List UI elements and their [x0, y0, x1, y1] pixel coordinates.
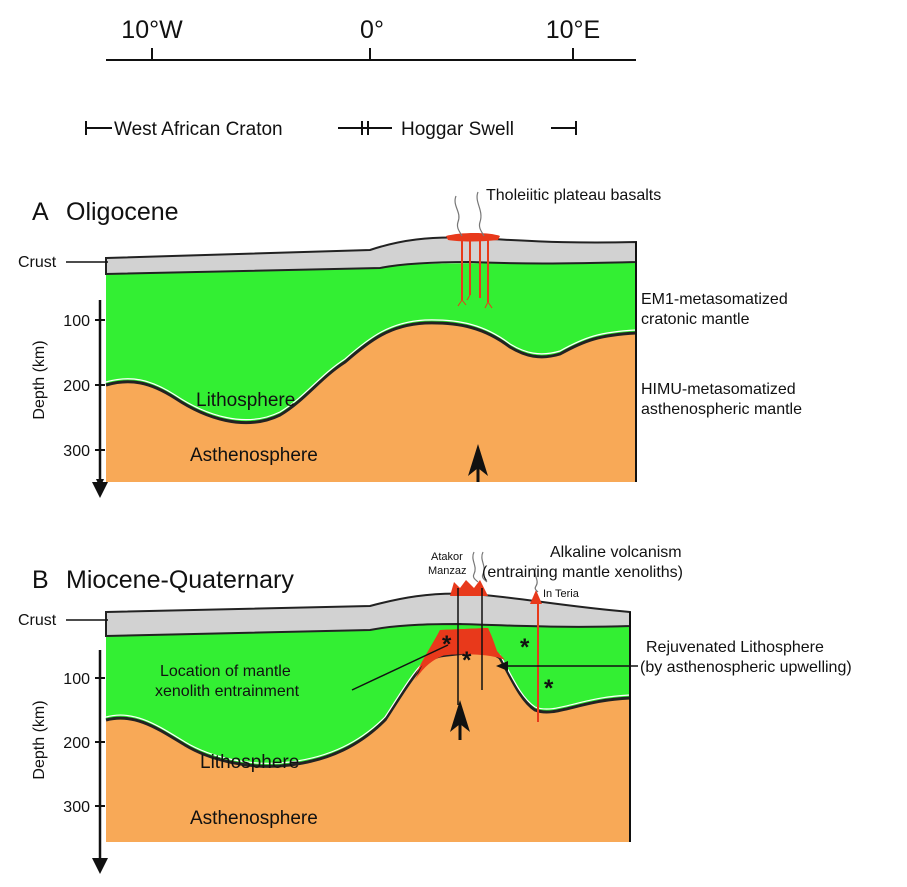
panel-b: B Miocene-Quaternary * * * * — [18, 544, 852, 874]
manzaz-label: Manzaz — [428, 565, 467, 577]
tick-label-0: 0° — [360, 16, 384, 44]
panel-a-depth-tick-100: 100 — [63, 313, 90, 330]
xenolith-label-line2: xenolith entrainment — [155, 683, 300, 700]
xenolith-leader-line — [351, 644, 449, 691]
panel-a-plateau-basalts — [446, 191, 500, 309]
panel-a-title: Oligocene — [66, 198, 179, 226]
panel-a-lithosphere — [106, 262, 636, 423]
region-hoggar-swell: Hoggar Swell — [401, 119, 514, 140]
in-teria-label: In Teria — [543, 588, 580, 600]
alkaline-volcanism-label-line2: (entraining mantle xenoliths) — [482, 564, 683, 581]
xenolith-marker: * — [520, 634, 530, 661]
panel-b-asthenosphere — [106, 652, 630, 842]
rejuvenated-label-line2: (by asthenospheric upwelling) — [640, 659, 852, 676]
in-teria-volcanic-cone — [530, 590, 542, 604]
panel-b-volcanoes — [450, 551, 542, 722]
panel-a-em1-label-line1: EM1-metasomatized — [641, 291, 788, 308]
panel-b-crust-label: Crust — [18, 612, 57, 629]
panel-b-depth-axis-label: Depth (km) — [31, 700, 48, 779]
region-west-african-craton: West African Craton — [114, 119, 283, 140]
atakor-manzaz-volcanic-cones — [450, 580, 488, 596]
panel-b-lithosphere — [106, 624, 630, 767]
alkaline-volcanism-label-line1: Alkaline volcanism — [550, 544, 682, 561]
xenolith-marker: * — [462, 647, 472, 674]
panel-b-asthenosphere-label: Asthenosphere — [190, 808, 318, 829]
panel-a-depth-tick-200: 200 — [63, 378, 90, 395]
panel-a-depth-axis-label: Depth (km) — [31, 340, 48, 419]
panel-b-depth-tick-100: 100 — [63, 671, 90, 688]
panel-b-lithosphere-asthenosphere-boundary — [105, 651, 631, 768]
xenolith-label-line1: Location of mantle — [160, 663, 291, 680]
panel-a-basalt-label: Tholeiitic plateau basalts — [486, 187, 661, 204]
panel-a-himu-label-line2: asthenospheric mantle — [641, 401, 802, 418]
atakor-label: Atakor — [431, 551, 463, 563]
panel-b-lithosphere-label: Lithosphere — [200, 752, 299, 773]
panel-a: A Oligocene Crust 100 200 300 Depth (km)… — [18, 187, 802, 498]
panel-a-letter: A — [32, 198, 49, 226]
longitude-axis: 10°W 0° 10°E — [106, 16, 636, 61]
panel-a-crust-label: Crust — [18, 254, 57, 271]
panel-b-depth-tick-200: 200 — [63, 735, 90, 752]
panel-a-asthenosphere — [106, 322, 636, 482]
rejuvenated-label-line1: Rejuvenated Lithosphere — [646, 639, 824, 656]
panel-a-himu-label-line1: HIMU-metasomatized — [641, 381, 796, 398]
panel-a-upwelling-arrow — [468, 444, 488, 476]
panel-b-depth-tick-300: 300 — [63, 799, 90, 816]
panel-b-letter: B — [32, 566, 49, 594]
panel-a-asthenosphere-label: Asthenosphere — [190, 445, 318, 466]
panel-a-depth-tick-300: 300 — [63, 443, 90, 460]
region-ranges: West African Craton Hoggar Swell — [85, 119, 577, 140]
panel-a-lithosphere-label: Lithosphere — [196, 390, 295, 411]
panel-b-title: Miocene-Quaternary — [66, 566, 294, 594]
panel-b-upwelling-arrow — [450, 700, 470, 732]
tick-label-10e: 10°E — [546, 16, 600, 44]
xenolith-marker: * — [442, 631, 452, 658]
panel-a-em1-label-line2: cratonic mantle — [641, 311, 750, 328]
panel-a-lithosphere-asthenosphere-boundary — [105, 321, 637, 424]
xenolith-marker: * — [544, 675, 554, 702]
tick-label-10w: 10°W — [121, 16, 183, 44]
